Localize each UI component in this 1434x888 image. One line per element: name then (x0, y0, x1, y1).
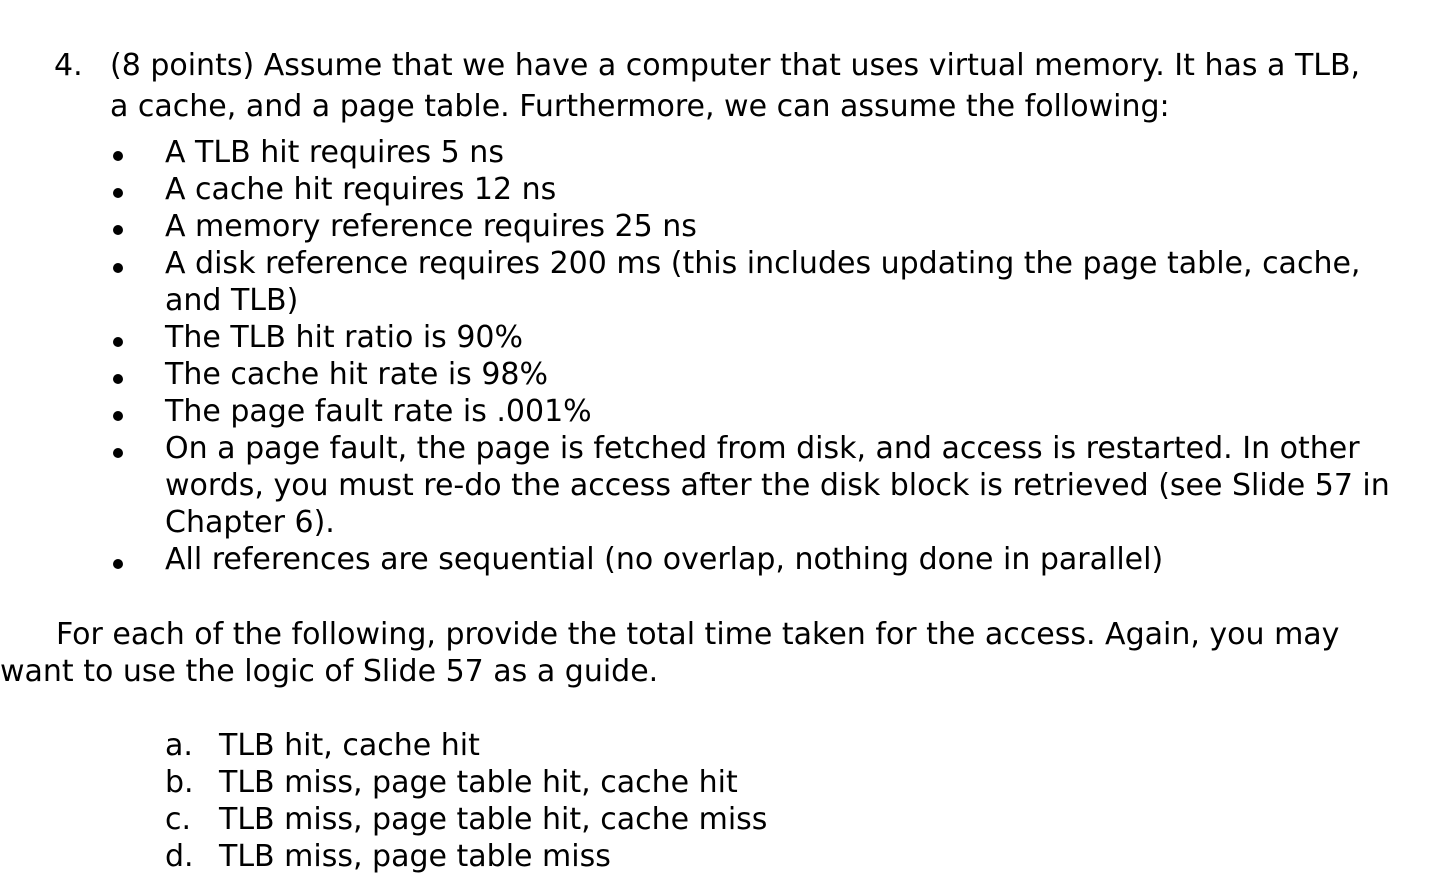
part-letter: a. (165, 728, 193, 763)
instructions-line-2: want to use the logic of Slide 57 as a g… (0, 654, 659, 689)
bullet-icon (113, 263, 123, 273)
assumption-item: A memory reference requires 25 ns (165, 209, 697, 244)
part-text: TLB miss, page table hit, cache miss (219, 802, 768, 837)
assumption-item: All references are sequential (no overla… (165, 542, 1164, 577)
bullet-icon (113, 411, 123, 421)
part-text: TLB hit, cache hit (219, 728, 480, 763)
bullet-icon (113, 559, 123, 569)
assumption-item-continued: Chapter 6). (165, 505, 335, 540)
assumption-item-continued: and TLB) (165, 283, 299, 318)
part-letter: b. (165, 765, 194, 800)
assumption-item: A TLB hit requires 5 ns (165, 135, 504, 170)
assumption-item: The cache hit rate is 98% (165, 357, 549, 392)
bullet-icon (113, 151, 123, 161)
part-text: TLB miss, page table miss (219, 839, 611, 874)
assumption-item: On a page fault, the page is fetched fro… (165, 431, 1360, 466)
question-number: 4. (54, 48, 83, 83)
assumption-item: A cache hit requires 12 ns (165, 172, 557, 207)
bullet-icon (113, 374, 123, 384)
bullet-icon (113, 337, 123, 347)
instructions-line-1: For each of the following, provide the t… (56, 617, 1340, 652)
assumption-item: A disk reference requires 200 ms (this i… (165, 246, 1361, 281)
assumption-item: The TLB hit ratio is 90% (165, 320, 524, 355)
bullet-icon (113, 188, 123, 198)
bullet-icon (113, 225, 123, 235)
assumption-item: The page fault rate is .001% (165, 394, 592, 429)
part-letter: d. (165, 839, 194, 874)
part-letter: c. (165, 802, 192, 837)
question-intro-line-1: (8 points) Assume that we have a compute… (110, 48, 1361, 83)
question-intro-line-2: a cache, and a page table. Furthermore, … (110, 89, 1170, 124)
part-text: TLB miss, page table hit, cache hit (219, 765, 738, 800)
bullet-icon (113, 448, 123, 458)
assumption-item-continued: words, you must re-do the access after t… (165, 468, 1390, 503)
